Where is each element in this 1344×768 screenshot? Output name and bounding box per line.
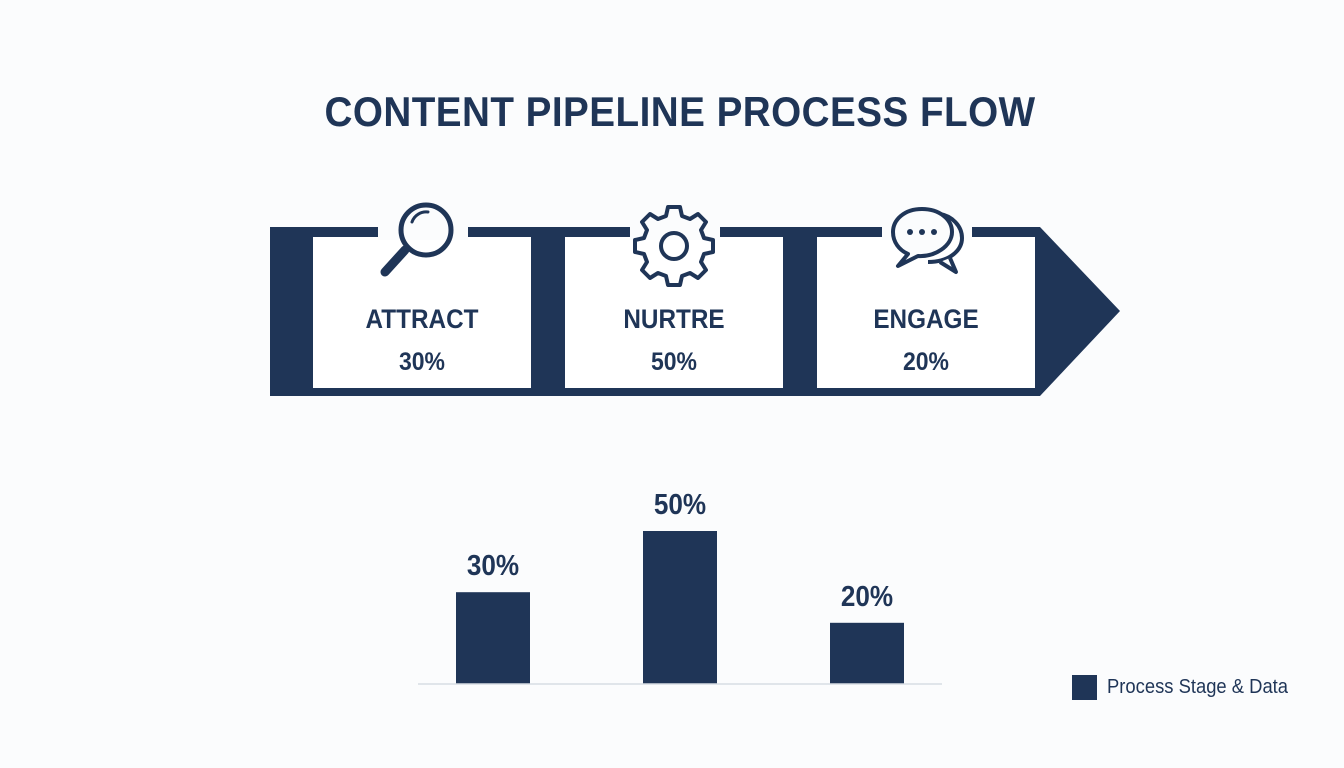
stage-box-nurtre	[565, 237, 783, 388]
magnifying-glass-icon	[380, 202, 454, 277]
flow-arrow	[270, 200, 1120, 396]
legend-swatch	[1072, 675, 1097, 700]
gear-icon	[633, 205, 715, 287]
bar-data-label: 30%	[466, 550, 520, 583]
chart-legend: Process Stage & Data	[1072, 675, 1304, 700]
stage-percent-attract: 30%	[398, 348, 446, 376]
stage-label-engage: ENGAGE	[873, 304, 979, 334]
stage-box-attract	[313, 237, 531, 388]
stage-box-engage	[817, 237, 1035, 388]
bar-nurtre	[643, 531, 717, 684]
bar-chart	[456, 531, 904, 684]
stage-percent-engage: 20%	[902, 348, 950, 376]
chat-bubbles-icon	[891, 207, 964, 274]
legend-label: Process Stage & Data	[1107, 676, 1289, 698]
stage-label-nurtre: NURTRE	[623, 304, 725, 334]
bar-engage	[830, 622, 904, 684]
bar-data-label: 20%	[840, 580, 894, 613]
stage-label-attract: ATTRACT	[365, 304, 479, 334]
page-title: CONTENT PIPELINE PROCESS FLOW	[324, 88, 1036, 135]
bar-attract	[456, 592, 530, 684]
bar-data-label: 50%	[653, 489, 707, 521]
stage-percent-nurtre: 50%	[650, 348, 698, 376]
